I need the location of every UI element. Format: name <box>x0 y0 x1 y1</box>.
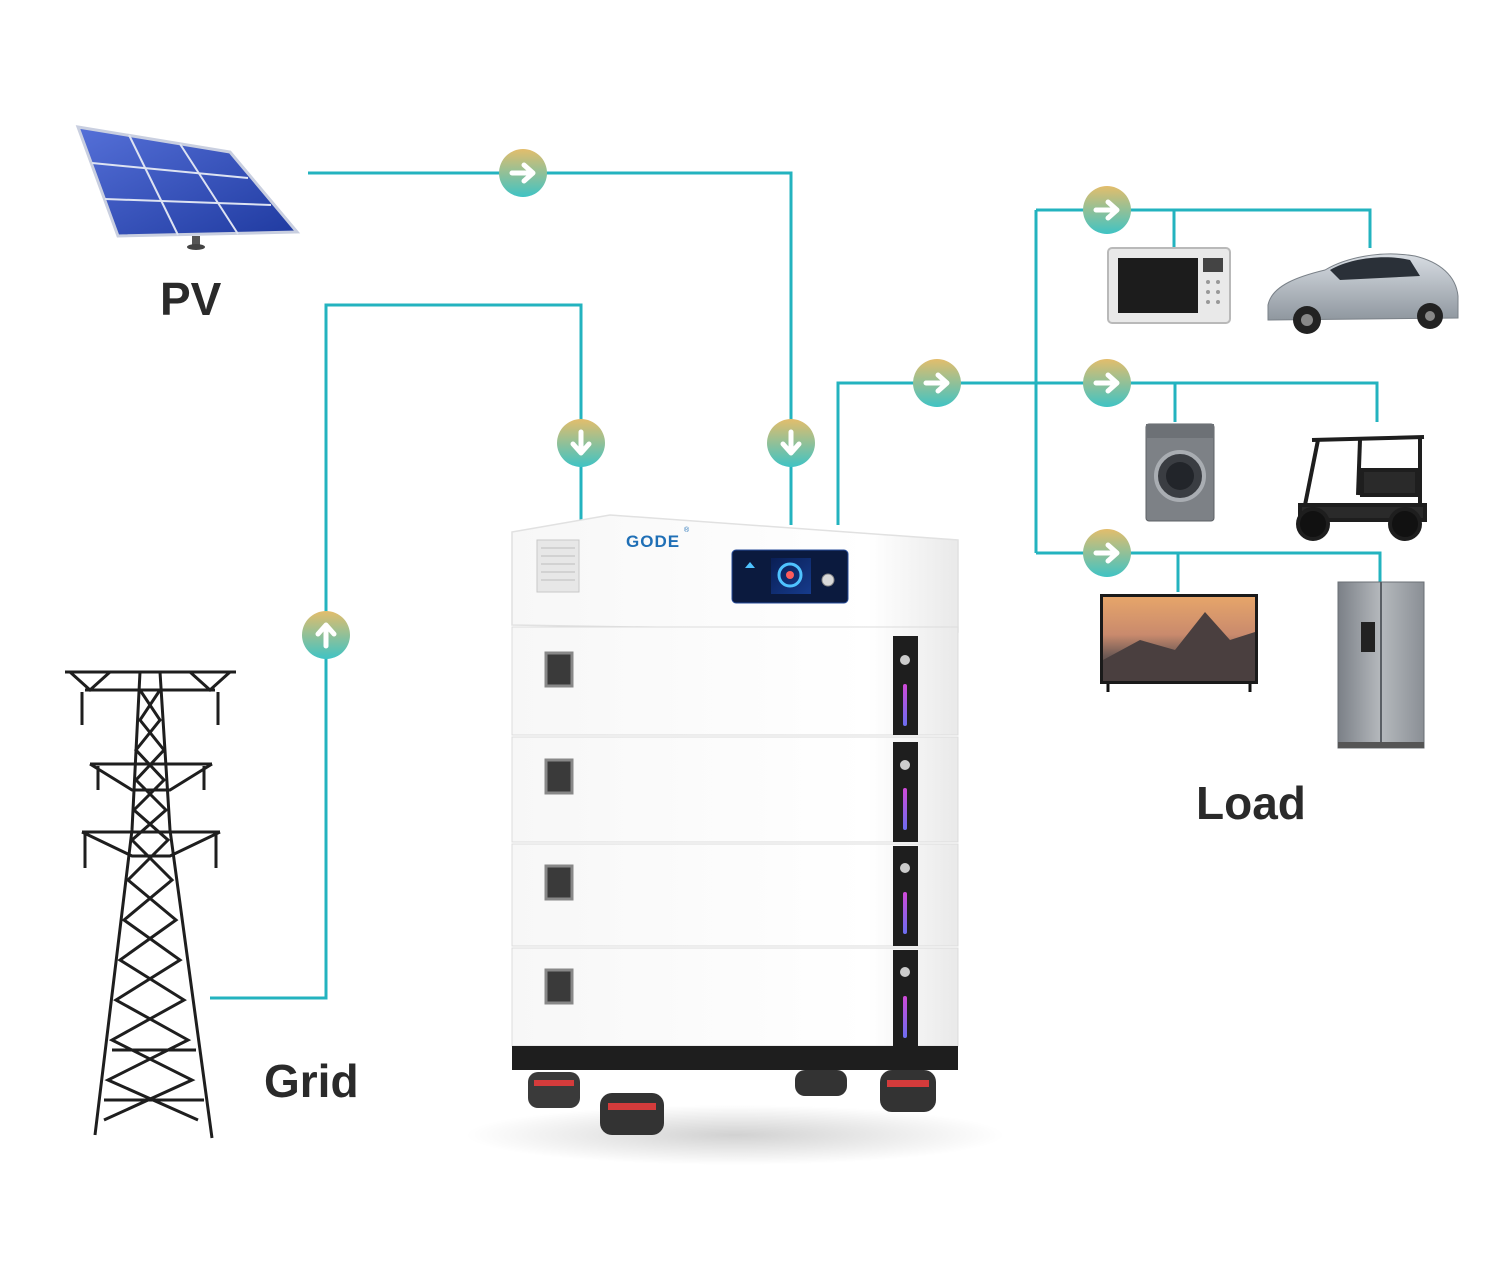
washing-machine-icon <box>1145 423 1215 522</box>
caster-wheels <box>528 1070 936 1135</box>
television-icon <box>1100 594 1258 692</box>
battery-module-1 <box>511 626 959 736</box>
golf-cart-icon <box>1296 435 1427 541</box>
load-row-2-line <box>1036 381 1379 422</box>
battery-brand-logo: GODE <box>626 532 680 551</box>
battery-control-screen <box>731 549 849 604</box>
load-label: Load <box>1196 777 1306 829</box>
load-row-1-arrow-icon <box>1083 186 1131 234</box>
flow-lines <box>210 171 1382 1000</box>
battery-module-3 <box>511 843 959 947</box>
load-row-3-arrow-icon <box>1083 529 1131 577</box>
battery-base <box>512 1046 958 1070</box>
grid-line <box>210 303 583 1000</box>
pv-label: PV <box>160 273 222 325</box>
microwave-icon <box>1107 247 1231 324</box>
pv-into-battery-arrow-icon <box>767 419 815 467</box>
pv-flow-arrow-icon <box>499 149 547 197</box>
battery-module-4 <box>511 947 959 1047</box>
battery-trademark: ® <box>684 526 690 534</box>
transmission-tower-icon <box>65 670 236 1139</box>
refrigerator-icon <box>1337 581 1425 749</box>
load-row-1-line <box>1036 208 1372 248</box>
battery-module-2 <box>511 736 959 843</box>
load-row-3-line <box>1036 551 1382 582</box>
battery-storage-unit: GODE ® <box>465 514 1005 1165</box>
load-row-2-arrow-icon <box>1083 359 1131 407</box>
grid-label: Grid <box>264 1055 359 1107</box>
solar-panel-icon <box>75 125 301 250</box>
electric-car-icon <box>1267 253 1459 334</box>
pv-line <box>308 171 793 525</box>
battery-output-line <box>836 381 1036 525</box>
grid-into-battery-arrow-icon <box>557 419 605 467</box>
battery-to-grid-arrow-icon <box>302 611 350 659</box>
battery-to-load-arrow-icon <box>913 359 961 407</box>
